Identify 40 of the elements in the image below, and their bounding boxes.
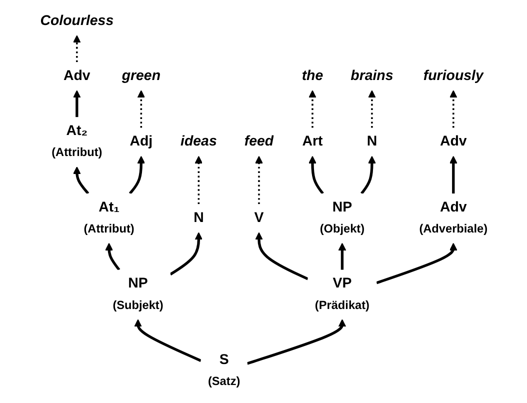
arrow (194, 156, 202, 204)
node-text: At₂ (Attribut) (51, 123, 102, 159)
arrow (338, 242, 346, 270)
node-text: the (301, 68, 323, 84)
node-text: V (254, 210, 264, 226)
node-text: Adv (Adverbiale) (418, 200, 488, 236)
arrow (376, 242, 457, 284)
arrow (360, 156, 376, 194)
arrow (169, 232, 202, 276)
node-text: N (193, 210, 204, 226)
arrow (246, 319, 346, 365)
arrow (72, 90, 80, 118)
node-text: Art (302, 134, 322, 150)
node-text: NP (Objekt) (319, 200, 364, 236)
arrow (308, 156, 324, 194)
arrow (368, 90, 376, 128)
node-text: brains (350, 68, 393, 84)
node-text: green (121, 68, 160, 84)
arrow (72, 35, 80, 62)
arrow (128, 156, 145, 194)
node-text: At₁ (Attribut) (83, 200, 134, 236)
node-text: Adj (129, 134, 152, 150)
arrow (449, 156, 457, 194)
arrow (72, 166, 89, 194)
node-text: ideas (180, 134, 216, 150)
node-text: Adv (63, 68, 90, 84)
arrow (104, 242, 120, 271)
arrow (449, 90, 457, 128)
arrow (254, 232, 308, 280)
node-text: NP (Subjekt) (112, 276, 163, 312)
node-text: feed (244, 134, 274, 150)
arrow (308, 90, 316, 128)
node-text: Adv (440, 134, 466, 150)
arrow (254, 156, 262, 204)
node-text: N (366, 134, 377, 150)
node-text: Colourless (40, 13, 114, 28)
arrow (134, 319, 202, 362)
arrow (136, 90, 145, 128)
node-text: S (Satz) (208, 352, 240, 388)
node-text: VP (Prädikat) (314, 276, 370, 312)
